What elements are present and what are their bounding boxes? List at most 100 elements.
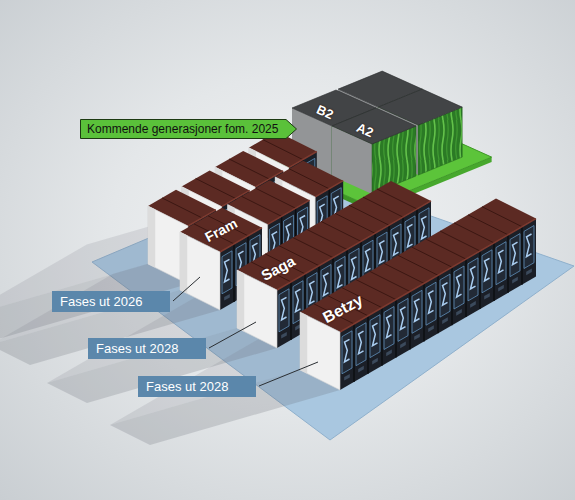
vent-bar bbox=[386, 350, 392, 357]
vent-bar bbox=[442, 317, 448, 324]
rack-row bbox=[300, 199, 536, 390]
sigma-panel bbox=[222, 251, 232, 294]
sigma-symbol bbox=[310, 281, 315, 304]
sigma-symbol bbox=[345, 339, 350, 362]
vent-bar bbox=[470, 301, 476, 308]
shadows bbox=[0, 190, 496, 446]
leader-line bbox=[209, 322, 256, 348]
vent-bar bbox=[372, 358, 378, 365]
rack-shadow bbox=[110, 370, 340, 445]
sigma-symbol bbox=[527, 234, 532, 257]
cabinet-divider bbox=[493, 243, 494, 301]
timeline-banner: Kommende generasjoner fom. 2025 bbox=[80, 119, 296, 139]
sigma-symbol bbox=[485, 258, 490, 281]
roof-seam bbox=[293, 238, 333, 258]
roof-seam bbox=[256, 188, 296, 208]
roof-seam bbox=[482, 207, 522, 227]
vent-bar bbox=[224, 294, 230, 301]
roof-seam bbox=[384, 263, 424, 283]
roof-seam bbox=[196, 178, 236, 198]
node-text: Fases ut 2026 bbox=[60, 294, 162, 309]
sigma-symbol bbox=[373, 323, 378, 346]
roof-seam bbox=[356, 280, 396, 300]
phase-out-box: Fases ut 2026 bbox=[52, 291, 170, 312]
leader-line bbox=[173, 277, 200, 301]
roof-seam bbox=[289, 169, 329, 189]
sigma-symbol bbox=[457, 275, 462, 298]
sigma-panel bbox=[524, 226, 534, 269]
roof-rim bbox=[340, 219, 536, 332]
sigma-symbol bbox=[415, 299, 420, 322]
phase-out-box: Fases ut 2028 bbox=[88, 338, 206, 359]
cabinet-top bbox=[332, 108, 416, 144]
node-text: Fases ut 2028 bbox=[96, 341, 198, 356]
roof-seam bbox=[263, 140, 303, 160]
roof-seam bbox=[307, 230, 347, 250]
sigma-symbol bbox=[401, 307, 406, 330]
end-panel-shade bbox=[180, 232, 187, 294]
sigma-panel bbox=[342, 331, 352, 374]
sigma-panel bbox=[412, 290, 422, 333]
vent-bar bbox=[484, 293, 490, 300]
sigma-symbol bbox=[387, 315, 392, 338]
vent-bar bbox=[358, 366, 364, 373]
sigma-panel bbox=[356, 323, 366, 366]
node-text: Kommende generasjoner fom. 2025 bbox=[87, 122, 278, 136]
cabinet-divider bbox=[409, 292, 410, 350]
cabinet-divider bbox=[423, 283, 424, 341]
sigma-symbol bbox=[408, 224, 413, 247]
cabinet-divider bbox=[353, 324, 354, 382]
roof-seam bbox=[335, 213, 375, 233]
roof-seam bbox=[377, 189, 417, 209]
banner-arrow bbox=[81, 120, 297, 139]
cabinet-divider bbox=[395, 300, 396, 358]
roof-seam bbox=[426, 239, 466, 259]
sigma-panel bbox=[279, 289, 289, 332]
sigma-symbol bbox=[338, 265, 343, 288]
cabinet-divider bbox=[381, 308, 382, 366]
roof-seam bbox=[162, 198, 202, 218]
vent-bar bbox=[400, 342, 406, 349]
cabinet-divider bbox=[451, 267, 452, 325]
sigma-panel bbox=[384, 307, 394, 350]
roof-rim bbox=[268, 200, 310, 224]
cabinet-divider bbox=[437, 275, 438, 333]
cabinet-divider bbox=[507, 235, 508, 293]
vent-bar bbox=[498, 285, 504, 292]
sigma-symbol bbox=[359, 331, 364, 354]
cabinet-divider bbox=[290, 282, 291, 340]
roof-seam bbox=[370, 272, 410, 292]
sigma-symbol bbox=[225, 259, 230, 282]
roof-seam bbox=[321, 221, 361, 241]
leader-line bbox=[259, 362, 318, 386]
roof-seam bbox=[468, 215, 508, 235]
sigma-panel bbox=[496, 242, 506, 285]
roof-seam bbox=[229, 159, 269, 179]
roof-seam bbox=[349, 205, 389, 225]
roof-seam bbox=[363, 197, 403, 217]
sigma-symbol bbox=[352, 257, 357, 280]
phase-out-box: Fases ut 2028 bbox=[138, 376, 256, 397]
sigma-symbol bbox=[499, 250, 504, 273]
roof-seam bbox=[440, 231, 480, 251]
sigma-panel bbox=[398, 298, 408, 341]
end-panel-shade bbox=[148, 206, 155, 268]
sigma-symbol bbox=[422, 216, 427, 239]
sigma-symbol bbox=[380, 241, 385, 264]
roof-rim bbox=[315, 181, 343, 197]
vent-bar bbox=[456, 309, 462, 316]
sigma-symbol bbox=[282, 297, 287, 320]
vent-bar bbox=[281, 332, 287, 339]
vent-bar bbox=[428, 325, 434, 332]
end-panel bbox=[180, 232, 220, 310]
cabinet-divider bbox=[367, 316, 368, 374]
sigma-symbol bbox=[296, 289, 301, 312]
sigma-symbol bbox=[429, 291, 434, 314]
cabinet-divider bbox=[233, 244, 234, 302]
sigma-panel bbox=[426, 282, 436, 325]
roof-seam bbox=[242, 196, 282, 216]
cabinet-divider bbox=[479, 251, 480, 309]
cabinet-divider bbox=[521, 227, 522, 285]
cabinet-divider bbox=[465, 259, 466, 317]
